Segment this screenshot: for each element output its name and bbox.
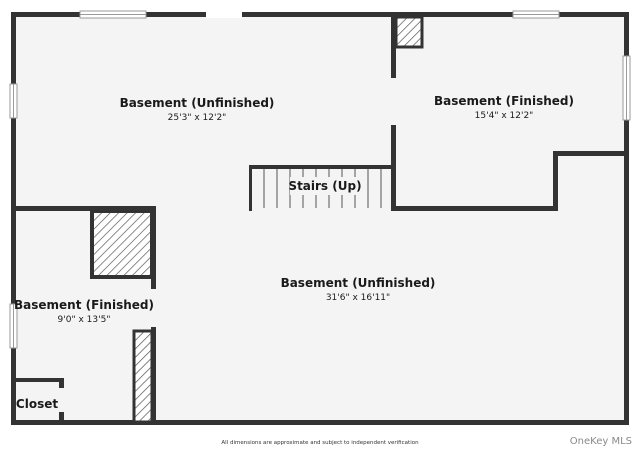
svg-text:9'0" x 13'5": 9'0" x 13'5" bbox=[58, 315, 111, 325]
svg-text:Basement (Unfinished): Basement (Unfinished) bbox=[120, 96, 275, 110]
room-label-basement-finished-west: Basement (Finished) 9'0" x 13'5" bbox=[14, 298, 154, 325]
svg-text:15'4" x 12'2": 15'4" x 12'2" bbox=[475, 111, 534, 121]
chimney-block bbox=[90, 209, 154, 279]
svg-text:Basement (Finished): Basement (Finished) bbox=[14, 298, 154, 312]
windows bbox=[9, 10, 631, 349]
column-block bbox=[132, 329, 154, 424]
room-label-basement-unfinished-north: Basement (Unfinished) 25'3" x 12'2" bbox=[120, 96, 275, 123]
svg-text:Closet: Closet bbox=[16, 397, 58, 411]
svg-text:Basement (Unfinished): Basement (Unfinished) bbox=[281, 276, 436, 290]
room-label-closet: Closet bbox=[16, 397, 58, 411]
outer-walls bbox=[11, 12, 629, 425]
doorway-opening bbox=[206, 11, 242, 18]
room-label-basement-unfinished-main: Basement (Unfinished) 31'6" x 16'11" bbox=[281, 276, 436, 303]
svg-text:Stairs (Up): Stairs (Up) bbox=[288, 179, 361, 193]
svg-text:25'3" x 12'2": 25'3" x 12'2" bbox=[168, 113, 227, 123]
chimney-block bbox=[394, 15, 424, 49]
svg-text:Basement (Finished): Basement (Finished) bbox=[434, 94, 574, 108]
svg-text:31'6" x 16'11": 31'6" x 16'11" bbox=[326, 293, 390, 303]
room-label-basement-finished-east: Basement (Finished) 15'4" x 12'2" bbox=[434, 94, 574, 121]
watermark-text: OneKey MLS bbox=[569, 436, 632, 447]
disclaimer-text: All dimensions are approximate and subje… bbox=[221, 440, 419, 446]
room-label-stairs: Stairs (Up) bbox=[288, 177, 362, 195]
